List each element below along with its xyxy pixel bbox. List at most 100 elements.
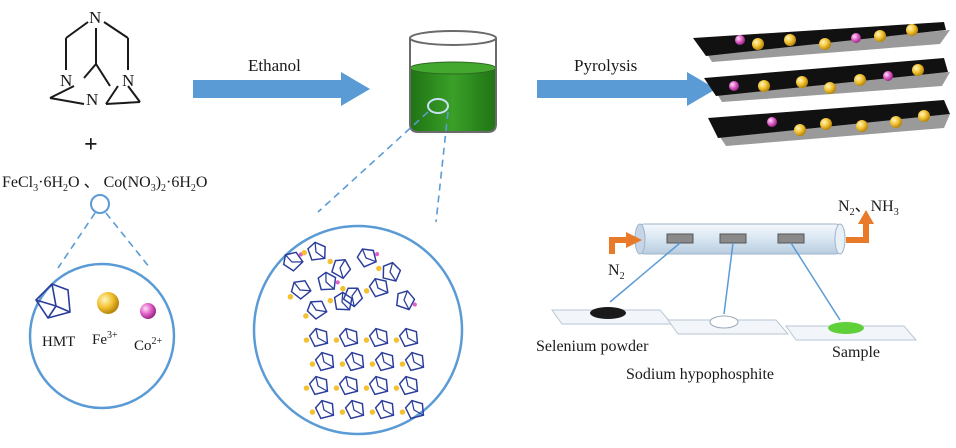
hmt-cluster (287, 279, 312, 300)
metal-nanoparticles (729, 24, 930, 136)
hmt-cluster (303, 375, 329, 396)
hmt-cage-icon (34, 283, 71, 319)
hmt-n-right: N (122, 71, 135, 90)
boat-hypophosphite (667, 315, 790, 335)
zoom-line-right (435, 111, 449, 223)
fe-salt-sub: 3 (33, 183, 39, 195)
co-particle (735, 35, 745, 45)
hmt-cluster (327, 258, 352, 280)
hmt-cluster (303, 327, 329, 348)
arrow-ethanol (193, 72, 370, 106)
zoom-marker (427, 98, 449, 114)
co-particle (767, 117, 777, 127)
co-salt-sub2: 2 (161, 183, 167, 195)
legend-circle (28, 262, 176, 410)
fe-particle (796, 76, 808, 88)
fe-sphere-icon (97, 292, 119, 314)
fe-particle (854, 74, 866, 86)
hmt-cluster (303, 300, 328, 320)
fe-particle (890, 116, 902, 128)
boat-label-sample: Sample (832, 344, 880, 361)
fe-particle (758, 80, 770, 92)
legend-co-charge: 2+ (151, 336, 163, 347)
fe-particle (784, 34, 796, 46)
hmt-cluster (376, 261, 402, 282)
hmt-cluster (399, 351, 425, 372)
fe-particle (918, 110, 930, 122)
zoom-line-left (317, 111, 429, 213)
co-particle (883, 71, 893, 81)
legend-co-label: Co2+ (134, 336, 162, 355)
inlet-gas: N (608, 262, 620, 279)
arrow-pyrolysis (537, 72, 716, 106)
hmt-cluster (363, 327, 389, 348)
boat-label-selenium: Selenium powder (536, 338, 649, 355)
hmt-cluster (363, 277, 389, 298)
co-particle (851, 33, 861, 43)
hmt-cluster (317, 271, 340, 291)
co-salt-main: Co(NO (103, 174, 151, 191)
legend-fe-label: Fe3+ (92, 330, 118, 349)
boat-label-hypophosphite: Sodium hypophosphite (626, 366, 775, 383)
gas-inlet-arrow (609, 237, 628, 254)
co-salt-sub: 3 (150, 183, 156, 195)
fe-particle (912, 64, 924, 76)
inlet-gas-sub: 2 (619, 271, 625, 283)
hmt-cluster (369, 399, 395, 420)
legend-fe-symbol: Fe (92, 332, 107, 348)
legend-line-left (57, 212, 96, 269)
fe-particle (794, 124, 806, 136)
zoom-circle (252, 224, 464, 436)
fe-salt-main: FeCl (2, 174, 34, 191)
hmt-n-bottom: N (86, 90, 99, 109)
hmt-cluster (393, 375, 419, 396)
co-sphere-icon (140, 303, 156, 319)
legend-fe-charge: 3+ (107, 330, 118, 341)
co-salt-paren: ) (155, 174, 162, 191)
fe-salt-hydrate: ·6H (38, 174, 64, 191)
fe-particle (752, 38, 764, 50)
beaker (409, 30, 497, 133)
step-label-ethanol: Ethanol (248, 56, 301, 75)
boat-sample (785, 322, 918, 341)
hmt-cluster (327, 291, 353, 311)
hmt-structure (49, 21, 141, 105)
legend-zoom-marker (90, 194, 110, 214)
metal-salts-formula: FeCl3·6H2O 、 Co(NO3)2·6H2O (2, 168, 207, 194)
co-salt-hydrate: ·6H (166, 174, 191, 191)
hmt-cluster (333, 327, 359, 348)
hmt-cluster (369, 351, 395, 372)
fe-particle (874, 30, 886, 42)
inlet-gas-label: N2 (608, 262, 625, 282)
hmt-cluster (356, 248, 380, 268)
step-label-pyrolysis: Pyrolysis (574, 56, 638, 75)
hmt-cluster (399, 399, 425, 420)
outlet-gas-a-sub: 2 (849, 207, 855, 219)
outlet-gas-b: NH (870, 198, 894, 215)
fe-salt-h2o-sub: 2 (63, 183, 69, 195)
co-salt-h2o-sub: 2 (190, 183, 196, 195)
hmt-n-left: N (60, 71, 73, 90)
boat-slot-1 (666, 233, 694, 244)
hmt-cluster (393, 327, 419, 348)
co-particle (729, 81, 739, 91)
fe-particle (820, 118, 832, 130)
hmt-cluster (309, 399, 335, 420)
hmt-cluster (339, 399, 365, 420)
hmt-cluster (395, 290, 417, 311)
hmt-cluster (301, 241, 326, 261)
hmt-n-top: N (89, 8, 102, 27)
fe-particle (824, 82, 836, 94)
fe-particle (906, 24, 918, 36)
hmt-cluster (339, 351, 365, 372)
outlet-gas-a: N (838, 198, 850, 215)
hmt-cluster (333, 375, 359, 396)
plus-sign: + (84, 132, 98, 158)
fe-particle (856, 120, 868, 132)
outlet-gas-label: N2、NH3 (838, 192, 899, 218)
hmt-cluster (340, 285, 364, 308)
salt-separator: 、 (83, 174, 100, 191)
outlet-gas-sep: 、 (854, 198, 871, 215)
